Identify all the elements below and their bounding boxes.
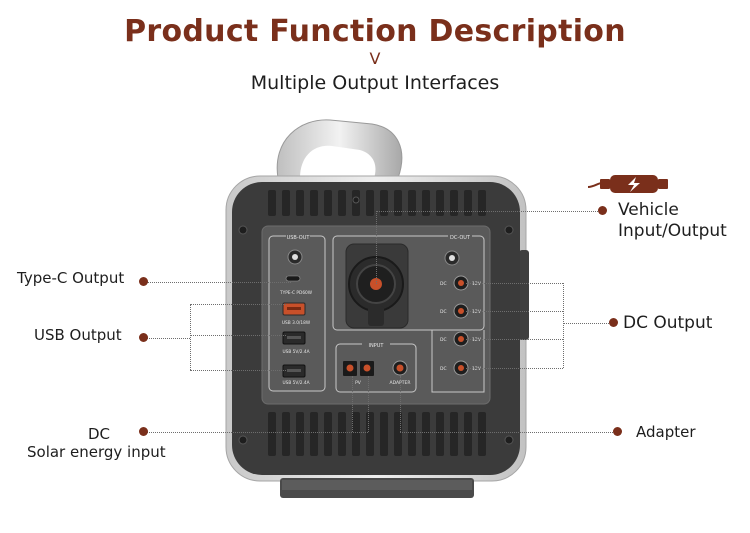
svg-text:12V: 12V [472,337,482,343]
callout-vehicle-line1: Vehicle [618,200,679,220]
usb-port-3 [282,364,306,378]
cigarette-socket [345,243,409,329]
adapter-port [392,360,408,376]
usb-port-2-label: USB 5V/2.4A [282,349,309,355]
pv-ports [343,361,374,376]
svg-text:DC: DC [440,309,447,315]
side-grip [519,250,529,340]
page-subtitle: Multiple Output Interfaces [250,72,500,94]
leader-line-usb [147,338,190,339]
callout-usb: USB Output [34,326,122,344]
dot-vehicle [598,206,607,215]
pv-label: PV [355,380,362,386]
svg-text:12V: 12V [472,281,482,287]
leader-line-dc [563,323,613,324]
usb-port-1-label: USB 3.0/18W [282,320,311,326]
dot-usb [139,333,148,342]
car-charger-lightning-icon [587,175,668,193]
type-c-port-label: TYPE-C PD60W [279,290,313,296]
handle [276,119,403,179]
dot-dc-output [609,318,618,327]
leader-bracket-dc [563,283,564,368]
leader-bracket-usb [190,304,191,370]
dot-solar [139,427,148,436]
input-title: INPUT [369,343,385,349]
callout-dc-solar-line1: DC [88,425,111,443]
leader-line-solar [147,432,368,433]
dc-port-labels: DC DC DC DC 12V 12V 12V 12V [440,281,482,372]
leader-line-type-c [147,282,291,283]
svg-text:12V: 12V [472,366,482,372]
leader-line-adapter [400,432,613,433]
callout-vehicle-line2: Input/Output [618,221,727,241]
top-vents [268,190,486,216]
usb-port-3-label: USB 5V/2.4A [282,380,309,386]
dc-out-box [431,330,485,393]
usb-port-2 [282,331,306,345]
svg-text:DC: DC [440,366,447,372]
usb-out-title: USB-OUT [287,235,311,241]
dot-adapter [613,427,622,436]
leader-line-vehicle [376,211,598,212]
type-c-port [285,275,301,282]
callout-type-c: Type-C Output [17,269,125,287]
svg-text:DC: DC [440,281,447,287]
callout-dc-solar-line2: Solar energy input [27,443,166,461]
dc-out-title: DC-OUT [450,235,471,241]
callout-dc-output: DC Output [623,313,713,333]
screws [238,196,514,445]
chevron-down-icon: V [369,49,381,68]
usb-port-1 [282,302,306,316]
page-title: Product Function Description [124,14,626,49]
svg-text:DC: DC [440,337,447,343]
dc-ports [453,275,469,376]
dot-type-c [139,277,148,286]
callout-adapter: Adapter [636,423,696,441]
svg-text:12V: 12V [472,309,482,315]
